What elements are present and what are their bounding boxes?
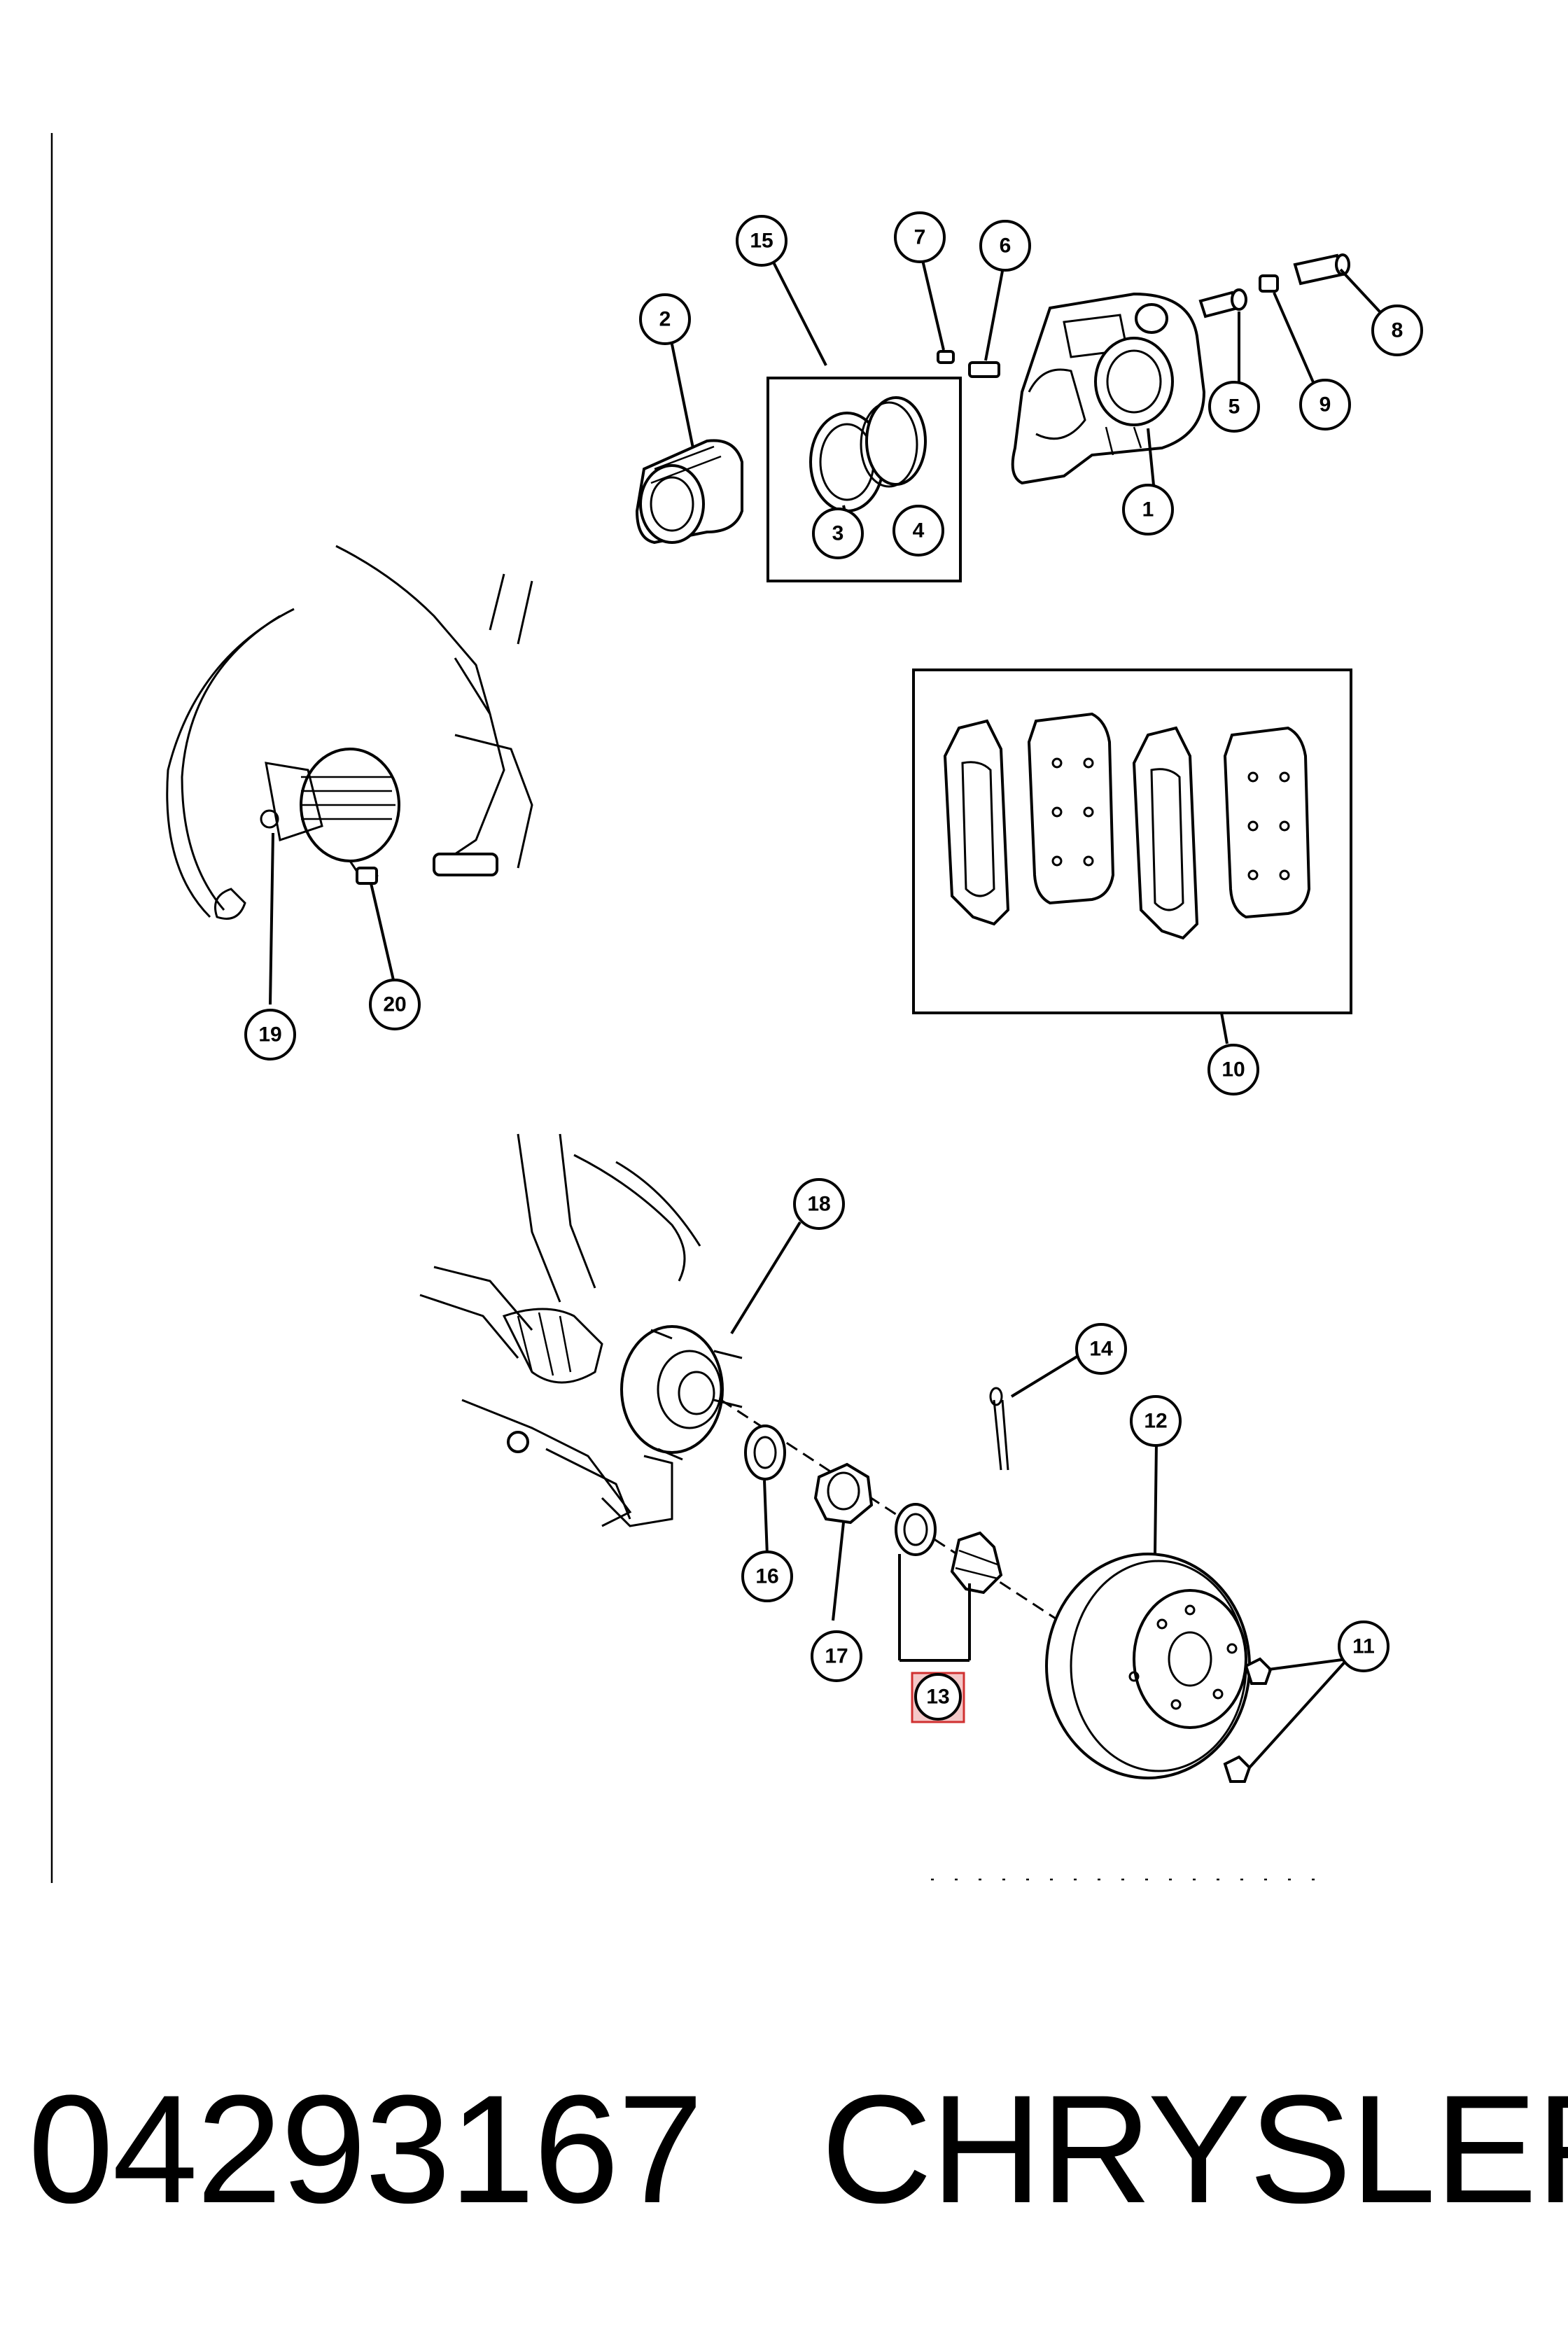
callout-17: 17 (811, 1630, 862, 1682)
svg-text:7: 7 (914, 226, 926, 249)
callout-14: 14 (1075, 1323, 1127, 1375)
svg-text:20: 20 (383, 993, 406, 1016)
svg-text:2: 2 (659, 308, 671, 331)
callout-1: 1 (1122, 484, 1174, 536)
svg-text:14: 14 (1089, 1338, 1113, 1361)
callout-16: 16 (741, 1550, 793, 1602)
svg-text:4: 4 (913, 519, 925, 542)
callout-13: 13 (914, 1673, 962, 1721)
seal-kit-box (766, 377, 962, 582)
callout-2: 2 (639, 293, 691, 345)
svg-text:18: 18 (807, 1193, 830, 1216)
callout-7: 7 (894, 211, 946, 263)
callout-12: 12 (1130, 1395, 1182, 1447)
svg-text:19: 19 (258, 1023, 281, 1046)
callout-3: 3 (812, 507, 864, 559)
pad-left-inner (1027, 712, 1115, 905)
pad-right-outer (1132, 726, 1199, 940)
caliper-group (635, 253, 1350, 582)
brand-name: CHRYSLER (820, 2062, 1568, 2235)
hub-rotor-group (419, 1133, 1273, 1783)
pad-left-outer (943, 719, 1010, 926)
svg-text:6: 6 (1000, 234, 1011, 258)
svg-text:8: 8 (1392, 319, 1404, 342)
callout-19: 19 (244, 1009, 296, 1060)
callout-8: 8 (1371, 304, 1423, 356)
svg-text:3: 3 (832, 522, 844, 545)
footer-caption: 04293167 CHRYSLER (28, 2058, 1568, 2240)
svg-text:17: 17 (825, 1645, 848, 1668)
callout-6: 6 (979, 220, 1031, 272)
pad-right-inner (1223, 726, 1311, 919)
svg-text:16: 16 (755, 1565, 778, 1588)
callout-11: 11 (1338, 1620, 1390, 1672)
rotor-part (1045, 1553, 1251, 1779)
knuckle-view-group (166, 545, 533, 920)
svg-text:12: 12 (1144, 1410, 1167, 1433)
brake-pads-group (912, 668, 1352, 1014)
svg-text:11: 11 (1352, 1635, 1375, 1658)
caliper-body-part (1011, 292, 1206, 485)
svg-text:15: 15 (750, 230, 773, 253)
callout-4: 4 (892, 505, 944, 556)
piston-part (635, 439, 743, 545)
svg-text:13: 13 (926, 1686, 949, 1709)
callout-20: 20 (369, 979, 421, 1030)
callout-9: 9 (1299, 379, 1351, 430)
callout-15: 15 (736, 215, 788, 267)
svg-text:9: 9 (1320, 393, 1331, 416)
callout-10: 10 (1208, 1044, 1259, 1096)
svg-text:10: 10 (1222, 1058, 1245, 1082)
leader-lines (269, 255, 1389, 1769)
part-number: 04293167 (28, 2062, 704, 2235)
callout-18: 18 (793, 1178, 845, 1230)
callout-5: 5 (1208, 381, 1260, 433)
svg-text:5: 5 (1228, 396, 1240, 419)
svg-text:1: 1 (1142, 498, 1154, 522)
